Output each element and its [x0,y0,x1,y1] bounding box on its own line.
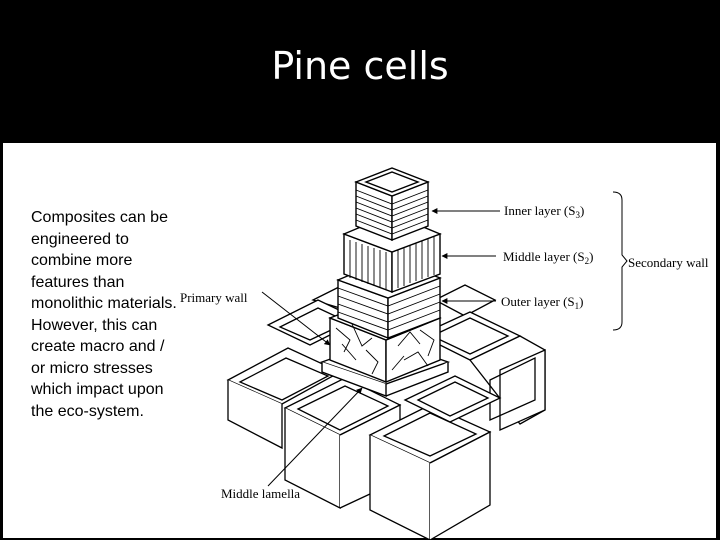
central-cell-column [322,168,448,396]
label-outer-layer: Outer layer (S1) [501,294,583,311]
label-primary-wall: Primary wall [180,290,248,305]
label-middle-lamella: Middle lamella [221,486,300,501]
label-secondary-wall: Secondary wall [628,255,709,270]
label-middle-layer: Middle layer (S2) [503,249,593,266]
label-inner-layer: Inner layer (S3) [504,203,584,220]
